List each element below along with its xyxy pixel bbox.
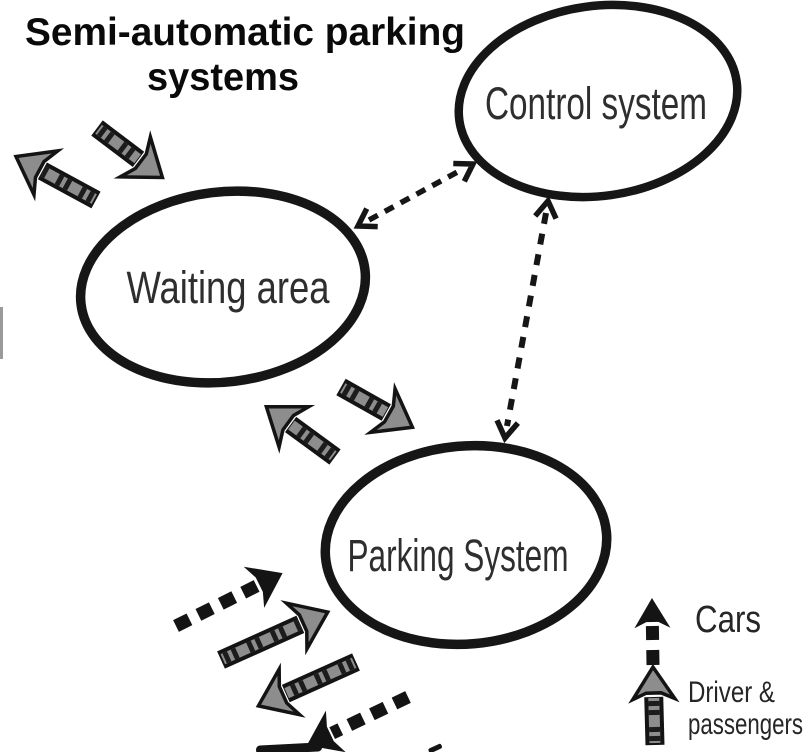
- cutoff-text-fragment: [256, 742, 323, 752]
- arrow-head: [628, 663, 680, 704]
- drivers-arrow-waiting-out-icon: [13, 148, 101, 209]
- arrow-dashed-tail: [173, 579, 261, 632]
- arrow-head: [113, 130, 165, 180]
- arrow-bands: [40, 166, 96, 203]
- arrowhead-toward-control-icon: [453, 160, 478, 183]
- diagram-title: Semi-automatic parking systems: [25, 11, 465, 99]
- arrow-head: [243, 566, 283, 608]
- arrow-bands: [284, 658, 355, 699]
- node-control-system: Control system: [454, 0, 742, 202]
- arrow-bands: [96, 126, 141, 164]
- node-waiting-area: Waiting area: [75, 186, 371, 388]
- arrow-bands: [648, 697, 661, 742]
- connector-control-parking: [494, 195, 559, 444]
- legend: Cars Driver & passengers: [628, 598, 803, 746]
- arrowhead-toward-waiting-icon: [353, 207, 378, 230]
- arrow-head: [13, 148, 65, 202]
- arrow-head: [280, 600, 331, 656]
- arrow-head: [255, 662, 306, 718]
- dashed-line: [504, 212, 549, 427]
- arrow-head: [264, 404, 316, 454]
- arrowhead-toward-control-icon: [533, 195, 559, 220]
- cars-arrow-parking-out-icon: [306, 691, 411, 752]
- arrow-dashed-tail: [329, 691, 411, 740]
- cars-arrow-parking-in-icon: [173, 566, 283, 632]
- parking-system-label: Parking System: [348, 530, 569, 581]
- arrowhead-toward-parking-icon: [494, 419, 520, 444]
- parking-system-ellipse: [320, 440, 612, 650]
- control-system-ellipse: [454, 0, 742, 202]
- drivers-arrow-waiting-to-parking-icon: [336, 378, 416, 435]
- arrow-shaft: [288, 420, 337, 461]
- legend-cars-label: Cars: [695, 599, 761, 641]
- dashed-line: [367, 166, 465, 223]
- drivers-arrow-parking-to-waiting-icon: [264, 404, 341, 465]
- waiting-area-ellipse: [75, 186, 371, 388]
- waiting-area-label: Waiting area: [127, 262, 331, 313]
- arrow-bands: [341, 384, 389, 417]
- arrow-dashed-tail: [645, 625, 660, 666]
- arrow-head: [306, 710, 346, 752]
- left-edge-artifact: [0, 307, 3, 359]
- drivers-arrow-waiting-in-icon: [91, 120, 165, 180]
- arrow-head: [364, 382, 416, 435]
- cutoff-text-fragment: [428, 743, 442, 752]
- arrow-bands: [222, 619, 302, 664]
- connector-waiting-control: [353, 160, 478, 230]
- title-line-1: Semi-automatic parking: [25, 11, 465, 54]
- legend-cars-arrow-icon: [634, 598, 671, 666]
- legend-drivers-arrow-icon: [628, 663, 680, 746]
- node-parking-system: Parking System: [320, 440, 612, 650]
- title-line-2: systems: [147, 56, 299, 99]
- legend-drivers-label-line-1: Driver &: [688, 676, 775, 709]
- drivers-arrow-parking-in-icon: [217, 600, 331, 669]
- control-system-label: Control system: [485, 78, 707, 129]
- drivers-arrow-parking-out-icon: [255, 653, 360, 718]
- arrow-head: [634, 598, 671, 629]
- legend-drivers-label-line-2: passengers: [688, 708, 803, 741]
